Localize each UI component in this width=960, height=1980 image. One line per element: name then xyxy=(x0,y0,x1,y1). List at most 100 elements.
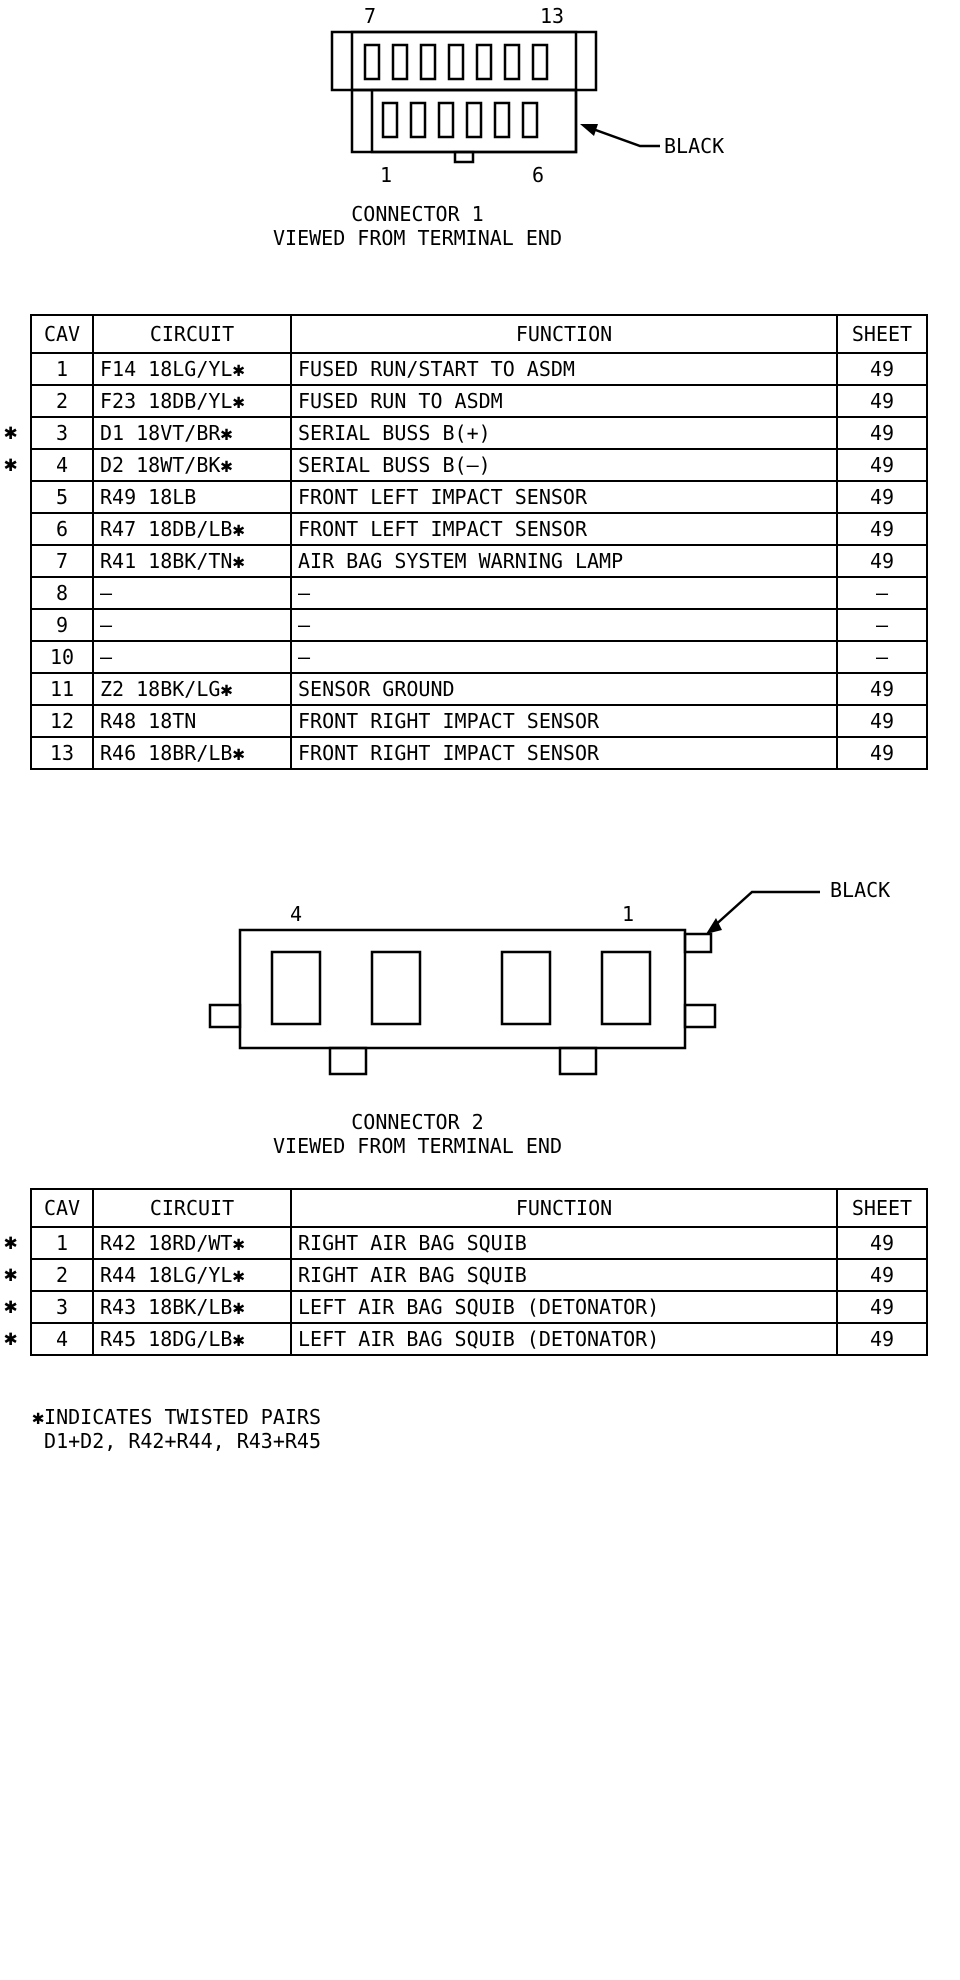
twisted-pair-marker: ✱ xyxy=(4,1230,18,1255)
connector-2-drawing xyxy=(208,890,820,1076)
column-header-sheet: SHEET xyxy=(836,314,928,354)
sheet-cell: 49 xyxy=(836,480,928,514)
circuit-cell: R47 18DB/LB✱ xyxy=(92,512,292,546)
table-header-row: CAV CIRCUIT FUNCTION SHEET xyxy=(30,314,928,354)
legend-line-2: D1+D2, R42+R44, R43+R45 xyxy=(32,1429,321,1453)
circuit-cell: F14 18LG/YL✱ xyxy=(92,352,292,386)
circuit-cell: R48 18TN xyxy=(92,704,292,738)
circuit-cell: R44 18LG/YL✱ xyxy=(92,1258,292,1292)
column-header-cav: CAV xyxy=(30,314,94,354)
sheet-cell: 49 xyxy=(836,352,928,386)
column-header-function: FUNCTION xyxy=(290,1188,838,1228)
cav-cell: 1 xyxy=(30,1226,94,1260)
sheet-cell: 49 xyxy=(836,416,928,450)
sheet-cell: 49 xyxy=(836,448,928,482)
twisted-pair-marker: ✱ xyxy=(4,420,18,445)
connector-1-pin-13-label: 13 xyxy=(540,4,565,28)
function-cell: AIR BAG SYSTEM WARNING LAMP xyxy=(290,544,838,578)
cav-cell: 3 xyxy=(30,1290,94,1324)
cav-cell: 4 xyxy=(30,1322,94,1356)
cav-cell: 11 xyxy=(30,672,94,706)
sheet-cell: — xyxy=(836,576,928,610)
connector-1-title: CONNECTOR 1 xyxy=(351,202,484,226)
circuit-cell: R41 18BK/TN✱ xyxy=(92,544,292,578)
legend-line-1: ✱INDICATES TWISTED PAIRS xyxy=(32,1405,321,1429)
function-cell: FRONT LEFT IMPACT SENSOR xyxy=(290,512,838,546)
function-cell: LEFT AIR BAG SQUIB (DETONATOR) xyxy=(290,1290,838,1324)
cav-cell: 1 xyxy=(30,352,94,386)
sheet-cell: 49 xyxy=(836,704,928,738)
sheet-cell: 49 xyxy=(836,384,928,418)
connector-2-color-label: BLACK xyxy=(830,878,891,902)
circuit-cell: D2 18WT/BK✱ xyxy=(92,448,292,482)
function-cell: FRONT RIGHT IMPACT SENSOR xyxy=(290,704,838,738)
function-cell: SERIAL BUSS B(—) xyxy=(290,448,838,482)
column-header-sheet: SHEET xyxy=(836,1188,928,1228)
circuit-cell: D1 18VT/BR✱ xyxy=(92,416,292,450)
sheet-cell: 49 xyxy=(836,1226,928,1260)
connector-1-pin-1-label: 1 xyxy=(380,163,393,187)
table-row: 10——— xyxy=(30,640,928,674)
twisted-pair-marker: ✱ xyxy=(4,1294,18,1319)
connector-1-pin-6-label: 6 xyxy=(532,163,545,187)
circuit-cell: R49 18LB xyxy=(92,480,292,514)
cav-cell: 2 xyxy=(30,1258,94,1292)
circuit-cell: F23 18DB/YL✱ xyxy=(92,384,292,418)
circuit-cell: R42 18RD/WT✱ xyxy=(92,1226,292,1260)
sheet-cell: 49 xyxy=(836,544,928,578)
twisted-pair-marker: ✱ xyxy=(4,452,18,477)
cav-cell: 6 xyxy=(30,512,94,546)
circuit-cell: — xyxy=(92,640,292,674)
column-header-circuit: CIRCUIT xyxy=(92,314,292,354)
cav-cell: 12 xyxy=(30,704,94,738)
connector-1-pin-7-label: 7 xyxy=(364,4,377,28)
circuit-cell: R45 18DG/LB✱ xyxy=(92,1322,292,1356)
circuit-cell: R46 18BR/LB✱ xyxy=(92,736,292,770)
column-header-cav: CAV xyxy=(30,1188,94,1228)
sheet-cell: 49 xyxy=(836,1290,928,1324)
connector-2-title: CONNECTOR 2 xyxy=(351,1110,484,1134)
cav-cell: 8 xyxy=(30,576,94,610)
function-cell: RIGHT AIR BAG SQUIB xyxy=(290,1258,838,1292)
twisted-pairs-legend: ✱INDICATES TWISTED PAIRS D1+D2, R42+R44,… xyxy=(32,1405,321,1453)
function-cell: — xyxy=(290,640,838,674)
connector-2-subtitle: VIEWED FROM TERMINAL END xyxy=(273,1134,562,1158)
cav-cell: 13 xyxy=(30,736,94,770)
twisted-pair-marker: ✱ xyxy=(4,1262,18,1287)
sheet-cell: 49 xyxy=(836,1322,928,1356)
connector-1-color-label: BLACK xyxy=(664,134,725,158)
function-cell: LEFT AIR BAG SQUIB (DETONATOR) xyxy=(290,1322,838,1356)
function-cell: FRONT RIGHT IMPACT SENSOR xyxy=(290,736,838,770)
column-header-circuit: CIRCUIT xyxy=(92,1188,292,1228)
function-cell: FUSED RUN TO ASDM xyxy=(290,384,838,418)
connector-2-pin-1-label: 1 xyxy=(622,902,635,926)
connector-2-pin-4-label: 4 xyxy=(290,902,303,926)
cav-cell: 7 xyxy=(30,544,94,578)
sheet-cell: 49 xyxy=(836,1258,928,1292)
cav-cell: 4 xyxy=(30,448,94,482)
twisted-pair-marker: ✱ xyxy=(4,1326,18,1351)
sheet-cell: 49 xyxy=(836,736,928,770)
cav-cell: 5 xyxy=(30,480,94,514)
function-cell: — xyxy=(290,576,838,610)
sheet-cell: 49 xyxy=(836,512,928,546)
circuit-cell: — xyxy=(92,608,292,642)
cav-cell: 10 xyxy=(30,640,94,674)
function-cell: RIGHT AIR BAG SQUIB xyxy=(290,1226,838,1260)
function-cell: SENSOR GROUND xyxy=(290,672,838,706)
sheet-cell: — xyxy=(836,608,928,642)
function-cell: FUSED RUN/START TO ASDM xyxy=(290,352,838,386)
table-header-row: CAV CIRCUIT FUNCTION SHEET xyxy=(30,1188,928,1228)
